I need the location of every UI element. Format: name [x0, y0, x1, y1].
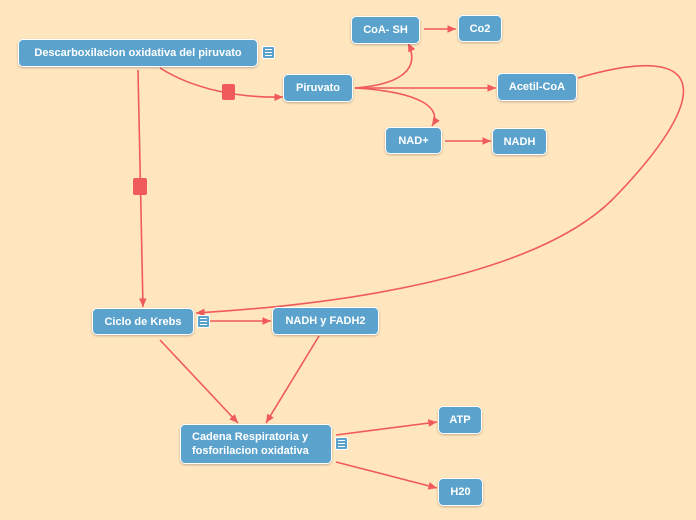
- node-ciclo-krebs[interactable]: Ciclo de Krebs: [92, 308, 194, 335]
- node-cadena-respiratoria[interactable]: Cadena Respiratoria y fosforilacion oxid…: [180, 424, 332, 464]
- node-nadh[interactable]: NADH: [492, 128, 547, 155]
- cadena-label-line1: Cadena Respiratoria y: [192, 431, 309, 443]
- note-icon[interactable]: [262, 46, 275, 59]
- square-marker[interactable]: [133, 178, 147, 195]
- note-icon[interactable]: [197, 315, 210, 328]
- edge-acetil-ciclo: [195, 64, 685, 317]
- edge-piruvato-nad: [354, 87, 440, 127]
- node-co2[interactable]: Co2: [458, 15, 502, 42]
- node-nadh-fadh2[interactable]: NADH y FADH2: [272, 307, 379, 335]
- edge-nadhfadh2-cadena: [265, 335, 320, 424]
- node-coa-sh[interactable]: CoA- SH: [351, 16, 420, 44]
- node-acetil-coa[interactable]: Acetil-CoA: [497, 73, 577, 101]
- edge-piruvato-coa: [354, 42, 416, 89]
- node-h20[interactable]: H20: [438, 478, 483, 506]
- node-piruvato[interactable]: Piruvato: [283, 74, 353, 102]
- node-atp[interactable]: ATP: [438, 406, 482, 434]
- node-nad-plus[interactable]: NAD+: [385, 127, 442, 154]
- note-icon[interactable]: [335, 437, 348, 450]
- cadena-label-line2: fosforilacion oxidativa: [192, 445, 309, 457]
- edge-descarboxilacion-piruvato: [159, 67, 284, 102]
- square-marker[interactable]: [222, 84, 235, 100]
- edge-cadena-h20: [335, 461, 438, 490]
- edge-cadena-atp: [335, 419, 438, 436]
- node-descarboxilacion[interactable]: Descarboxilacion oxidativa del piruvato: [18, 39, 258, 67]
- edge-ciclo-cadena: [159, 339, 239, 424]
